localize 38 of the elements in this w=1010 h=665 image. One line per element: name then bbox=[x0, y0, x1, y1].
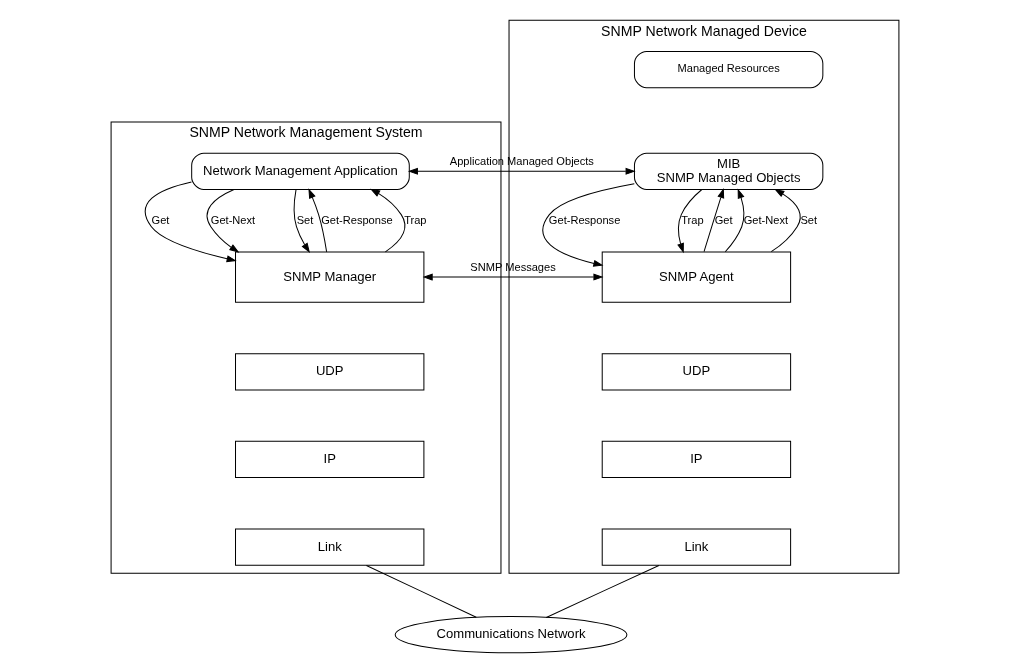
node-box: MIB SNMP Managed Objects bbox=[633, 152, 824, 190]
arrow bbox=[407, 167, 636, 175]
node-box: Link bbox=[235, 528, 425, 566]
node-box: UDP bbox=[601, 353, 792, 391]
edge-label: Get-Next bbox=[743, 213, 789, 226]
arrow bbox=[770, 188, 801, 253]
arrow bbox=[703, 188, 725, 253]
arrow bbox=[422, 273, 604, 281]
edge-label: Set bbox=[296, 213, 314, 226]
node-box: Link bbox=[601, 528, 792, 566]
arrow bbox=[542, 183, 635, 267]
edge-label: Get-Response bbox=[548, 213, 621, 226]
node-box: SNMP Agent bbox=[601, 251, 792, 303]
node-ellipse: Communications Network bbox=[394, 616, 628, 654]
edge-label: Application Managed Objects bbox=[449, 155, 594, 168]
node-box: UDP bbox=[235, 353, 425, 391]
arrow bbox=[144, 181, 237, 263]
edge-label: SNMP Messages bbox=[470, 260, 556, 273]
node-box: Managed Resources bbox=[633, 50, 824, 89]
arrow bbox=[370, 188, 406, 253]
arrow bbox=[308, 188, 328, 253]
edge-label: Get-Next bbox=[210, 213, 256, 226]
edge-label: Set bbox=[800, 213, 818, 226]
edge-label: Get bbox=[151, 213, 170, 226]
node-box: SNMP Manager bbox=[235, 251, 425, 303]
edge-label: Trap bbox=[404, 213, 427, 226]
edge-label: Trap bbox=[681, 213, 704, 226]
arrow bbox=[293, 189, 310, 253]
node-box: IP bbox=[601, 440, 792, 479]
connector bbox=[365, 564, 477, 618]
arrow bbox=[724, 188, 745, 253]
connector bbox=[545, 564, 660, 618]
arrow bbox=[206, 189, 240, 253]
edge-label: Get bbox=[714, 213, 733, 226]
node-box: IP bbox=[235, 440, 425, 479]
arrow bbox=[677, 189, 703, 254]
node-box: Network Management Application bbox=[191, 152, 410, 190]
edge-label: Get-Response bbox=[321, 213, 393, 226]
